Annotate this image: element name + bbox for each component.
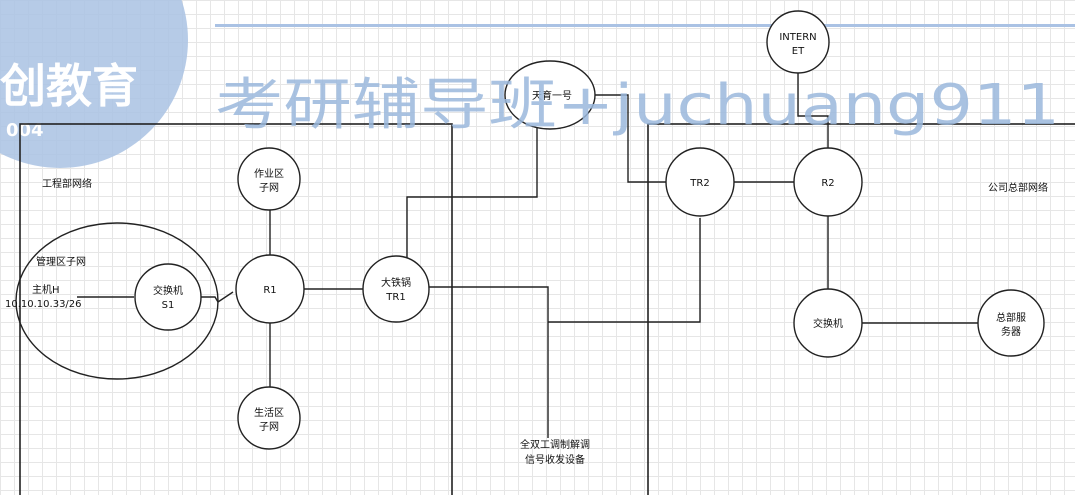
satellite-node: 天育一号 <box>504 60 596 130</box>
modem-label-1: 全双工调制解调 <box>520 438 590 451</box>
watermark-logo: 创教育 004 <box>0 0 188 168</box>
internet-label-2: ET <box>792 46 805 57</box>
switch-s1-node: 交换机 S1 <box>134 263 202 331</box>
living-subnet-label-1: 生活区 <box>254 406 284 419</box>
internet-node: INTERN ET <box>766 10 830 74</box>
modem-label-2: 信号收发设备 <box>525 453 585 466</box>
management-subnet-label: 管理区子网 <box>36 255 86 268</box>
watermark-logo-text: 创教育 <box>0 59 138 113</box>
hq-server-node: 总部服 务器 <box>977 289 1045 357</box>
links <box>77 70 978 438</box>
engineering-network-zone <box>19 123 453 495</box>
link-modem-tr2 <box>548 218 701 323</box>
internet-label-1: INTERN <box>779 32 816 43</box>
hq-switch-node: 交换机 <box>793 288 863 358</box>
tr2-label: TR2 <box>689 178 709 189</box>
living-subnet-label-2: 子网 <box>259 421 279 433</box>
link-satellite-tr2 <box>595 94 668 183</box>
router-r2-node: R2 <box>793 147 863 217</box>
hq-server-label-2: 务器 <box>1001 325 1021 338</box>
work-subnet-label-1: 作业区 <box>254 168 284 180</box>
tr1-node: 大铁锅 TR1 <box>362 255 430 323</box>
hq-server-label-1: 总部服 <box>996 311 1026 324</box>
work-subnet-node: 作业区 子网 <box>237 147 301 211</box>
work-subnet-label-2: 子网 <box>259 182 279 194</box>
satellite-label: 天育一号 <box>532 89 572 102</box>
watermark-logo-subtext: 004 <box>6 120 44 141</box>
living-subnet-node: 生活区 子网 <box>237 386 301 450</box>
headquarters-network-zone <box>647 123 1075 495</box>
headquarters-network-label: 公司总部网络 <box>988 181 1048 194</box>
router-r1-node: R1 <box>235 254 305 324</box>
tr2-node: TR2 <box>665 147 735 217</box>
switch-s1-label-1: 交换机 <box>153 284 183 297</box>
host-ip-label: 10.10.10.33/26 <box>5 299 82 310</box>
link-tr1-modem <box>428 286 549 438</box>
router-r2-label: R2 <box>821 178 834 189</box>
link-switch-r1 <box>201 291 234 303</box>
hq-switch-label: 交换机 <box>813 317 843 330</box>
tr1-label-1: 大铁锅 <box>381 276 411 289</box>
switch-s1-label-2: S1 <box>162 300 175 311</box>
tr1-label-2: TR1 <box>385 292 405 303</box>
engineering-network-label: 工程部网络 <box>42 177 92 190</box>
host-name-label: 主机H <box>32 283 60 296</box>
watermark-text: 考研辅导班+juchuang911 <box>215 73 1060 138</box>
link-tr1-satellite <box>406 128 538 258</box>
router-r1-label: R1 <box>263 285 276 296</box>
link-internet-r2 <box>797 70 829 148</box>
watermark-bar <box>215 24 1075 27</box>
